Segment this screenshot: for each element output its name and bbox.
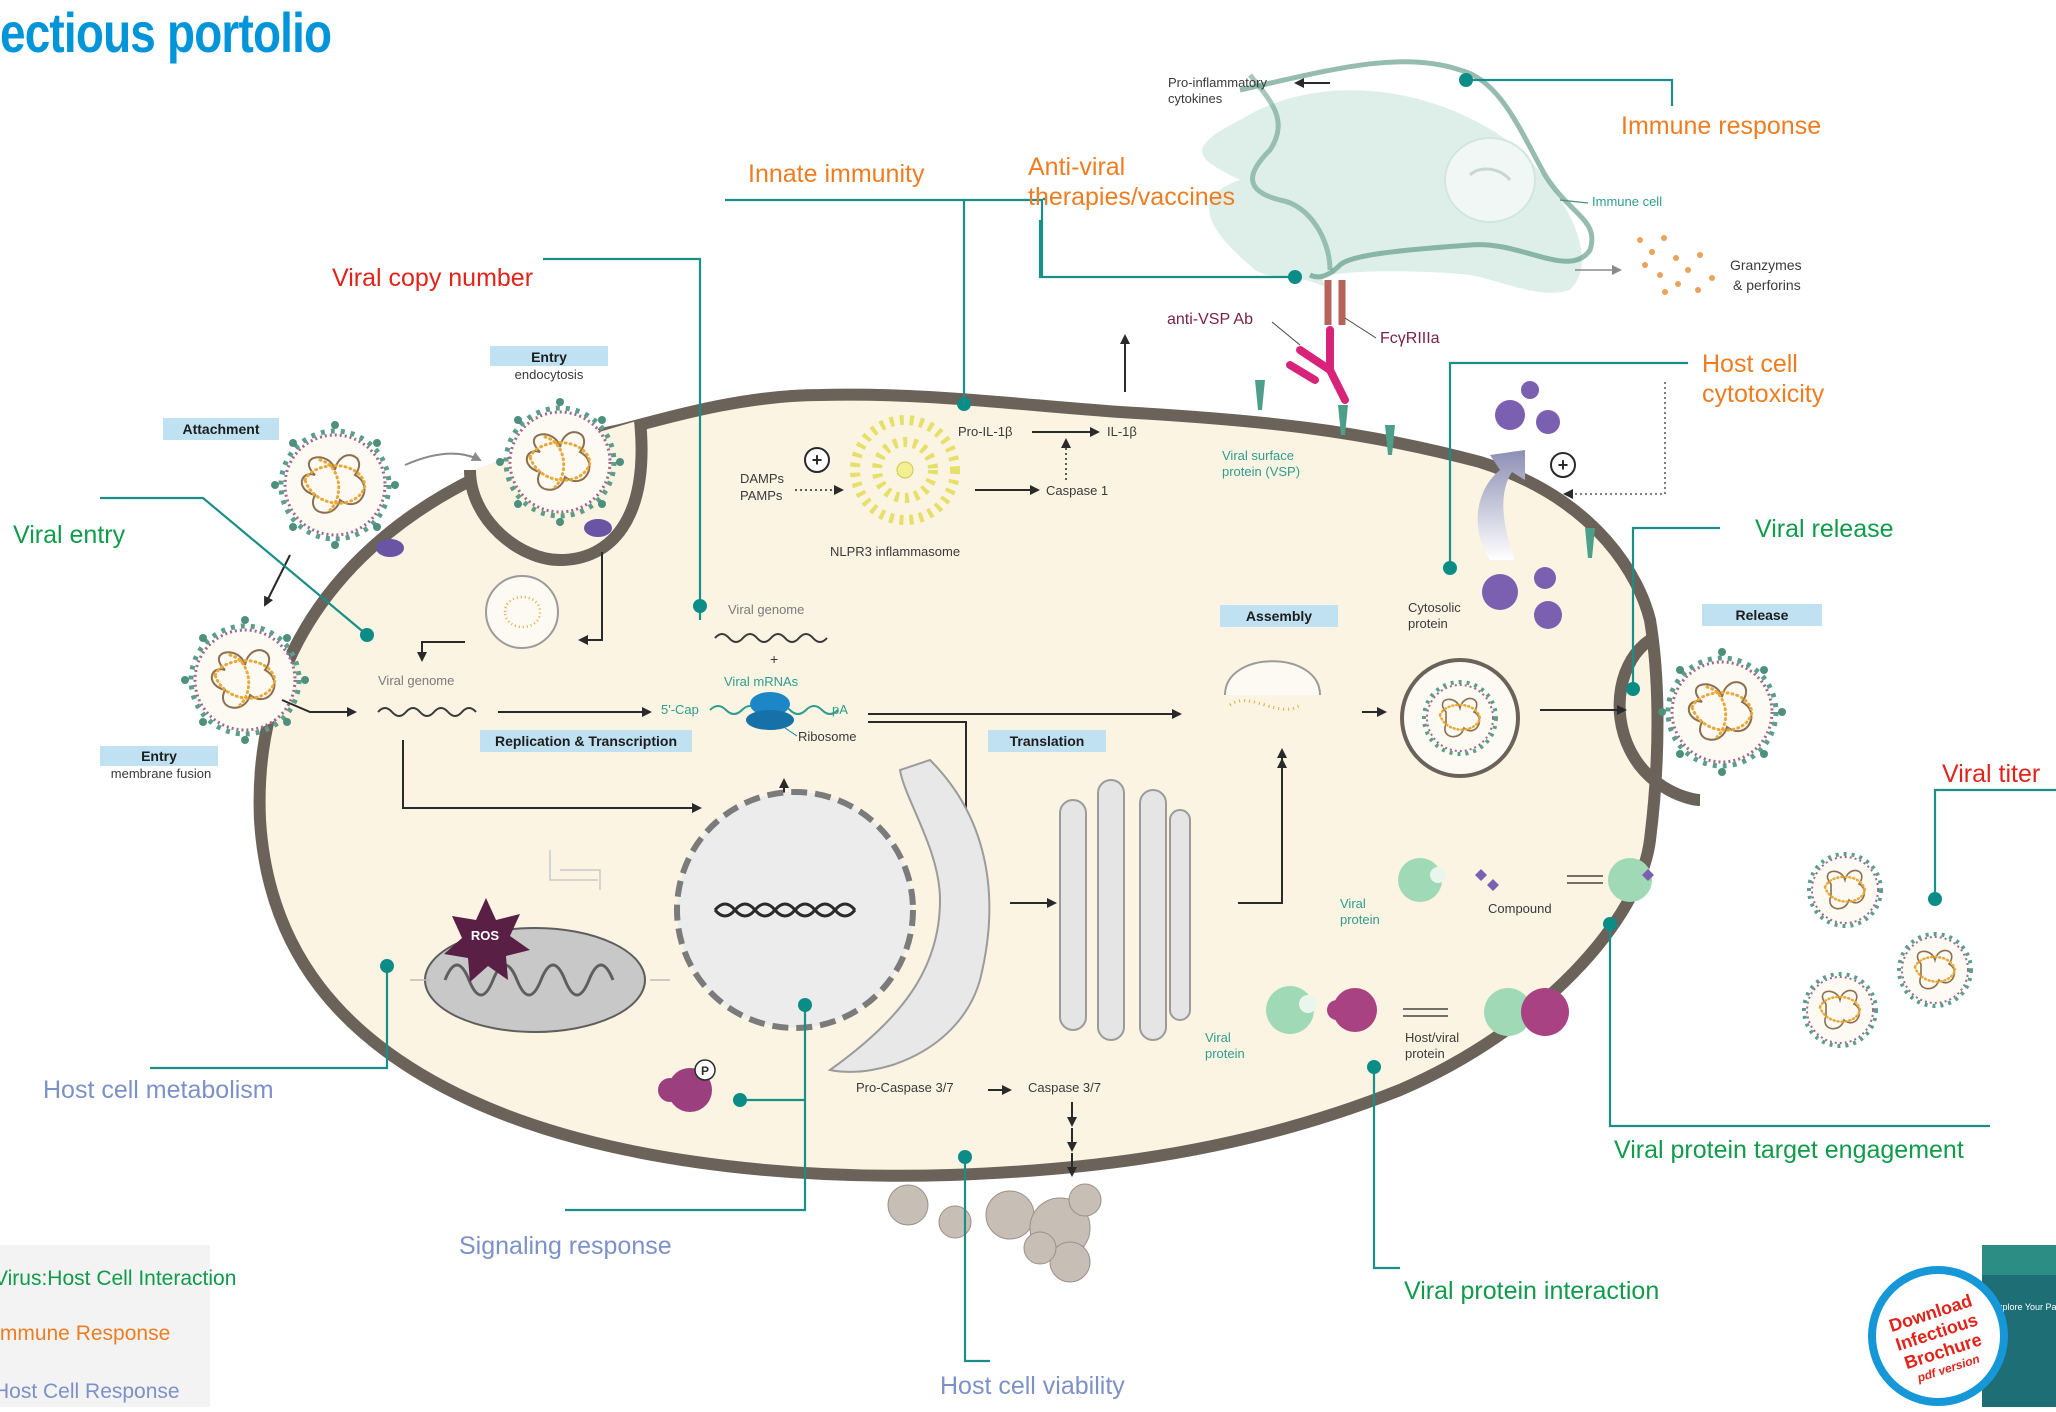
caspase1-label: Caspase 1 — [1046, 483, 1108, 498]
svg-text:membrane fusion: membrane fusion — [111, 766, 211, 781]
category-protein-interaction: Viral protein interaction — [1404, 1277, 1659, 1305]
cytosolic-label-2: protein — [1408, 616, 1448, 631]
stage-translation: Translation — [988, 730, 1106, 752]
category-host-cytotoxicity-1: Host cell — [1702, 350, 1798, 378]
download-brochure-button[interactable]: Explore Your Path to Study Infectious Do… — [1862, 1240, 2056, 1407]
pamps-label: PAMPs — [740, 488, 783, 503]
pro-il1b-label: Pro-IL-1β — [958, 424, 1012, 439]
immune-cell-label: Immune cell — [1592, 194, 1662, 209]
golgi-apparatus — [1060, 780, 1190, 1040]
svg-text:Replication & Transcription: Replication & Transcription — [495, 733, 677, 749]
svg-text:+: + — [1558, 455, 1569, 475]
ribosome-label: Ribosome — [798, 729, 857, 744]
stage-entry-endocytosis: Entry endocytosis — [490, 346, 608, 382]
virus-endocytosis — [496, 398, 624, 526]
category-innate-immunity: Innate immunity — [748, 160, 925, 188]
category-host-cytotoxicity-2: cytotoxicity — [1702, 380, 1825, 408]
stage-entry-fusion: Entry membrane fusion — [100, 746, 218, 781]
svg-text:Entry: Entry — [531, 349, 567, 365]
pro-inflammatory-label-1: Pro-inflammatory — [1168, 75, 1267, 90]
compound-label: Compound — [1488, 901, 1552, 916]
viral-protein-a-label-1: Viral — [1340, 896, 1366, 911]
granzymes-label-2: & perforins — [1733, 277, 1801, 293]
category-signaling-response: Signaling response — [459, 1232, 672, 1260]
category-host-metabolism: Host cell metabolism — [43, 1076, 274, 1104]
virus-attachment — [271, 421, 399, 549]
svg-text:Assembly: Assembly — [1246, 608, 1312, 624]
cap-label: 5'-Cap — [661, 702, 699, 717]
host-cell — [260, 395, 1658, 1176]
category-antiviral-2: therapies/vaccines — [1028, 183, 1235, 211]
nlrp3-label: NLPR3 inflammasome — [830, 544, 960, 559]
pro-inflammatory-label-2: cytokines — [1168, 91, 1223, 106]
stage-replication: Replication & Transcription — [480, 730, 692, 752]
legend-virus-host: Virus:Host Cell Interaction — [0, 1267, 236, 1291]
cytosolic-label-1: Cytosolic — [1408, 600, 1461, 615]
legend-host-response: Host Cell Response — [0, 1380, 180, 1404]
virus-titer-1 — [1809, 854, 1881, 926]
apoptotic-blebs — [888, 1184, 1101, 1282]
nucleus — [677, 792, 913, 1028]
stage-assembly: Assembly — [1220, 605, 1338, 627]
fcgr-label: FcγRIIIa — [1380, 330, 1440, 347]
stage-release: Release — [1702, 604, 1822, 626]
category-host-viability: Host cell viability — [940, 1372, 1125, 1400]
category-viral-titer: Viral titer — [1942, 760, 2040, 788]
svg-text:Entry: Entry — [141, 748, 177, 764]
svg-text:+: + — [812, 450, 823, 470]
fc-receptor — [1328, 280, 1342, 325]
caspase37-label: Caspase 3/7 — [1028, 1080, 1101, 1095]
virus-titer-3 — [1804, 974, 1876, 1046]
granzymes-label-1: Granzymes — [1730, 257, 1802, 273]
stage-attachment: Attachment — [163, 418, 279, 440]
viral-genome-top-label: Viral genome — [728, 602, 804, 617]
viral-mrnas-label: Viral mRNAs — [724, 674, 799, 689]
anti-vsp-antibody — [1290, 330, 1345, 400]
category-viral-release: Viral release — [1755, 515, 1894, 543]
category-immune-response: Immune response — [1621, 112, 1821, 140]
viral-protein-b-label-1: Viral — [1205, 1030, 1231, 1045]
phospho-label: P — [701, 1064, 709, 1078]
category-antiviral-1: Anti-viral — [1028, 153, 1125, 181]
svg-text:Attachment: Attachment — [182, 421, 259, 437]
legend: Virus:Host Cell Interaction Immune Respo… — [0, 1245, 210, 1407]
viral-protein-a-label-2: protein — [1340, 912, 1380, 927]
svg-text:Release: Release — [1736, 607, 1789, 623]
damps-label: DAMPs — [740, 471, 785, 486]
viral-genome-left-label: Viral genome — [378, 673, 454, 688]
anti-vsp-label: anti-VSP Ab — [1167, 311, 1253, 328]
pa-label: pA — [832, 702, 848, 717]
category-viral-copy-number: Viral copy number — [332, 264, 533, 292]
virus-membrane-fusion — [181, 616, 309, 744]
ros-label: ROS — [471, 928, 500, 943]
host-viral-label-2: protein — [1405, 1046, 1445, 1061]
legend-immune: Immune Response — [0, 1322, 170, 1346]
category-target-engagement: Viral protein target engagement — [1614, 1136, 1964, 1164]
svg-text:Translation: Translation — [1010, 733, 1085, 749]
category-viral-entry: Viral entry — [13, 521, 126, 549]
pro-caspase-label: Pro-Caspase 3/7 — [856, 1080, 954, 1095]
viral-protein-b-label-2: protein — [1205, 1046, 1245, 1061]
plus-label: + — [770, 651, 778, 667]
granzymes-particles — [1637, 235, 1715, 295]
virus-release — [1658, 648, 1786, 776]
vsp-label-2: protein (VSP) — [1222, 464, 1300, 479]
vsp-label-1: Viral surface — [1222, 448, 1294, 463]
virus-titer-2 — [1899, 934, 1971, 1006]
il1b-label: IL-1β — [1107, 424, 1137, 439]
host-viral-label-1: Host/viral — [1405, 1030, 1459, 1045]
svg-text:endocytosis: endocytosis — [515, 367, 584, 382]
